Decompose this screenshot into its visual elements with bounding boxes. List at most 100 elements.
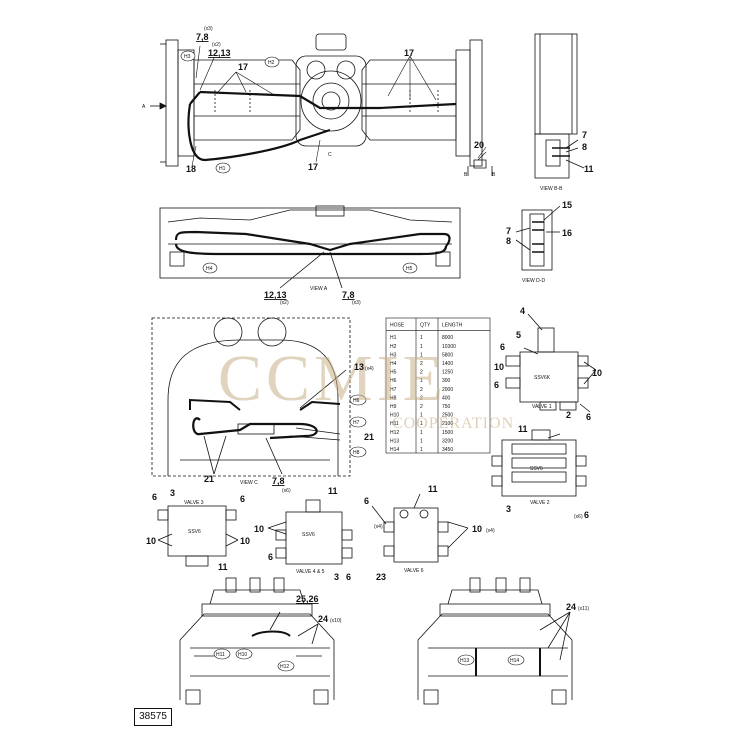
- callout-6-v1-top: 6: [500, 342, 505, 352]
- hose-table-cell: 1: [420, 447, 423, 453]
- hose-table-cell: H12: [390, 430, 399, 436]
- callout-10-v1-left: 10: [494, 362, 504, 372]
- hose-h2-tag: H2: [268, 60, 275, 66]
- hose-table-cell: 2000: [442, 387, 453, 393]
- bottom-left-hose-tags: [213, 648, 295, 672]
- valve-45-drawing: [267, 499, 353, 565]
- hose-table-cell: H7: [390, 387, 397, 393]
- callout-7-8-viewc: 7,8: [272, 476, 285, 486]
- callout-10-v45: 10: [254, 524, 264, 534]
- callout-5: 5: [516, 330, 521, 340]
- callout-8-dd: 8: [506, 236, 511, 246]
- hose-table-cell: 3450: [442, 447, 453, 453]
- callout-18: 18: [186, 164, 196, 174]
- qty-x4-v6-right: (x4): [486, 528, 495, 534]
- callout-17-bottom: 17: [308, 162, 318, 172]
- hose-table-cell: 1: [420, 335, 423, 341]
- view-dd-caption: VIEW D-D: [522, 278, 545, 284]
- callout-25-26: 25,26: [296, 594, 319, 604]
- callout-6-v3-right: 6: [240, 494, 245, 504]
- hose-table-cell: H1: [390, 335, 397, 341]
- callout-10-v3-right: 10: [240, 536, 250, 546]
- hose-table-cell: H3: [390, 352, 397, 358]
- qty-x4-viewc: (x4): [365, 366, 374, 372]
- hose-table-header: QTY: [420, 323, 431, 329]
- figure-number-box: 38575: [134, 708, 172, 726]
- hose-table-cell: 1250: [442, 370, 453, 376]
- qty-x3-top: (x3): [204, 26, 213, 32]
- watermark-main: CCMIE: [218, 342, 447, 415]
- callout-13-viewc: 13: [354, 362, 364, 372]
- hose-table-cell: 1: [420, 430, 423, 436]
- callout-6-v45: 6: [268, 552, 273, 562]
- callout-6-v45-right: 6: [346, 572, 351, 582]
- hose-table-cell: H13: [390, 438, 399, 444]
- valve-1-label: VALVE 1: [532, 404, 552, 410]
- hose-table-cell: 2500: [442, 413, 453, 419]
- hose-table-cell: 2: [420, 404, 423, 410]
- callout-21-left: 21: [204, 474, 214, 484]
- hose-h11-tag: H11: [216, 652, 225, 658]
- hose-table-cell: H11: [390, 421, 399, 427]
- hose-table-cell: 300: [442, 378, 451, 384]
- hose-table-cell: 5800: [442, 352, 453, 358]
- bottom-right-frame-drawing: [417, 577, 573, 705]
- callout-7-bb: 7: [582, 130, 587, 140]
- hose-h8-tag: H8: [353, 450, 360, 456]
- view-dd-drawing: [515, 205, 561, 271]
- hose-h5-tag: H5: [406, 266, 413, 272]
- callout-4: 4: [520, 306, 525, 316]
- callout-23: 23: [376, 572, 386, 582]
- callout-6-v3-left: 6: [152, 492, 157, 502]
- hose-table-cell: 1500: [442, 430, 453, 436]
- view-bb-drawing: [534, 33, 585, 179]
- hose-table-cell: H4: [390, 361, 397, 367]
- valve-45-ssv6: SSV6: [302, 532, 315, 538]
- callout-3-v2: 3: [506, 504, 511, 514]
- hose-h3-tag: H3: [184, 54, 191, 60]
- hose-table-cell: H8: [390, 395, 397, 401]
- hose-table-cell: 10300: [442, 344, 456, 350]
- callout-16: 16: [562, 228, 572, 238]
- valve-3-drawing: [157, 505, 239, 567]
- valve-6-label: VALVE 6: [404, 568, 424, 574]
- callout-7-dd: 7: [506, 226, 511, 236]
- top-axle-view: [150, 33, 493, 176]
- qty-x4-v6-left: (x4): [374, 524, 383, 530]
- callout-6-v2: 6: [584, 510, 589, 520]
- callout-2: 2: [566, 410, 571, 420]
- hose-table-cell: 400: [442, 395, 451, 401]
- qty-x10: (x10): [330, 618, 342, 624]
- hose-table-header: HOSE: [390, 323, 405, 329]
- view-a-hose-tags: [202, 262, 418, 274]
- hose-h10-tag: H10: [238, 652, 247, 658]
- hose-h12-tag: H12: [280, 664, 289, 670]
- callout-20: 20: [474, 140, 484, 150]
- valve-3-ssv6: SSV6: [188, 529, 201, 535]
- callout-11-v6: 11: [428, 484, 438, 494]
- hose-table-cell: 1: [420, 378, 423, 384]
- hose-table-cell: 1400: [442, 361, 453, 367]
- bottom-right-hose-tags: [457, 654, 525, 666]
- section-a: A: [142, 104, 146, 110]
- valve-6-drawing: [371, 493, 469, 563]
- callout-6-v1-left: 6: [494, 380, 499, 390]
- top-leaders: [191, 45, 487, 167]
- hose-h4-tag: H4: [206, 266, 213, 272]
- hose-table-cell: 2100: [442, 421, 453, 427]
- callout-12-13-top: 12,13: [208, 48, 231, 58]
- view-a-drawing: [159, 205, 461, 289]
- hose-table-cell: 750: [442, 404, 451, 410]
- hose-table-cell: H10: [390, 413, 399, 419]
- hose-table-cell: 8000: [442, 335, 453, 341]
- section-b-right: B: [492, 172, 496, 178]
- valve-1-ssv6k: SSV6K: [534, 375, 551, 381]
- hose-table-cell: H9: [390, 404, 397, 410]
- hose-h14-tag: H14: [510, 658, 519, 664]
- callout-7-8-viewa: 7,8: [342, 290, 355, 300]
- hose-table-cell: 1: [420, 352, 423, 358]
- hose-table-cell: H6: [390, 378, 397, 384]
- callout-15: 15: [562, 200, 572, 210]
- callout-12-13-viewa: 12,13: [264, 290, 287, 300]
